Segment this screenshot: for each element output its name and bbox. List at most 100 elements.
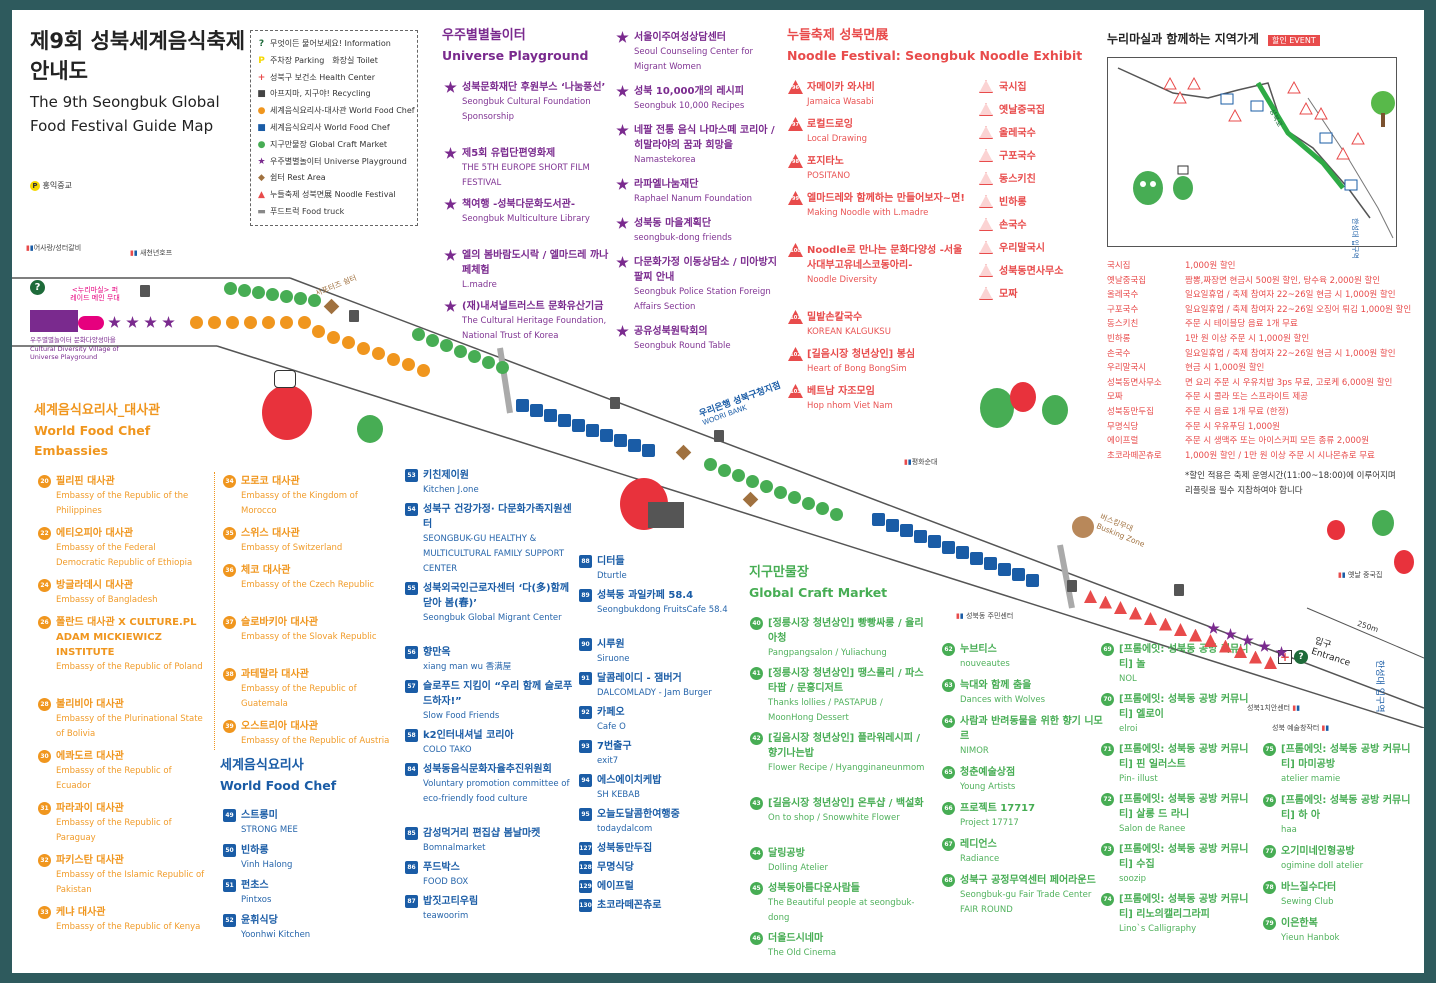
universe-booth-marker[interactable]: [1224, 628, 1237, 640]
chef-booth-marker[interactable]: [970, 551, 983, 565]
embassy-booth-marker[interactable]: [280, 316, 293, 329]
embassy-booth-marker[interactable]: [402, 358, 415, 371]
noodle-stall[interactable]: 구포국수: [979, 149, 1036, 164]
craft-booth-marker[interactable]: [468, 350, 481, 363]
craft-booth-marker[interactable]: [412, 328, 425, 341]
chef-booth-marker[interactable]: [530, 404, 543, 417]
embassy-booth-marker[interactable]: [417, 363, 430, 377]
chef-booth-marker[interactable]: [872, 513, 885, 526]
chef-booth-marker[interactable]: [642, 444, 655, 457]
noodle-stall[interactable]: 올레국수: [979, 126, 1036, 141]
universe-booth-marker[interactable]: [1275, 646, 1288, 658]
craft-booth-marker[interactable]: [732, 469, 745, 482]
chef-booth-marker[interactable]: [1026, 573, 1039, 587]
craft-booth-marker[interactable]: [774, 485, 787, 499]
chef-booth-marker[interactable]: [928, 535, 941, 548]
embassy-booth-marker[interactable]: [208, 316, 221, 329]
craft-booth-marker[interactable]: [252, 286, 265, 299]
embassy-booth-marker[interactable]: [226, 316, 239, 329]
chef-booth-marker[interactable]: [956, 546, 969, 559]
embassy-booth-marker[interactable]: [387, 352, 400, 366]
embassy-booth-marker[interactable]: [342, 336, 355, 349]
info-question-icon-entrance[interactable]: ?: [1294, 650, 1308, 664]
universe-booth-marker[interactable]: [126, 316, 139, 328]
chef-booth-marker[interactable]: [614, 434, 627, 447]
universe-booth-marker[interactable]: [108, 316, 121, 328]
universe-booth-marker[interactable]: [162, 316, 175, 328]
info-question-icon[interactable]: ?: [30, 280, 45, 295]
craft-booth-marker[interactable]: [440, 339, 453, 352]
craft-booth-marker[interactable]: [308, 294, 321, 307]
chef-booth-marker[interactable]: [914, 529, 927, 543]
chef-booth-marker[interactable]: [558, 414, 571, 427]
universe-booth-marker[interactable]: [144, 316, 157, 328]
list-item[interactable]: 책여행 -성북다문화도서관-Seongbuk Multiculture Libr…: [444, 197, 612, 227]
chef-booth-marker[interactable]: [572, 419, 585, 432]
noodle-stall[interactable]: 동스키친: [979, 172, 1036, 187]
noodle-stall[interactable]: 모짜: [979, 287, 1017, 302]
craft-booth-marker[interactable]: [760, 480, 773, 493]
universe-booth-marker[interactable]: [1241, 634, 1254, 646]
noodle-stall[interactable]: 손국수: [979, 218, 1027, 233]
chef-booth-marker[interactable]: [900, 524, 913, 537]
craft-booth-marker[interactable]: [816, 502, 829, 515]
craft-booth-marker[interactable]: [482, 355, 495, 369]
chef-booth-marker[interactable]: [516, 399, 529, 412]
universe-booth-marker[interactable]: [1258, 640, 1271, 652]
